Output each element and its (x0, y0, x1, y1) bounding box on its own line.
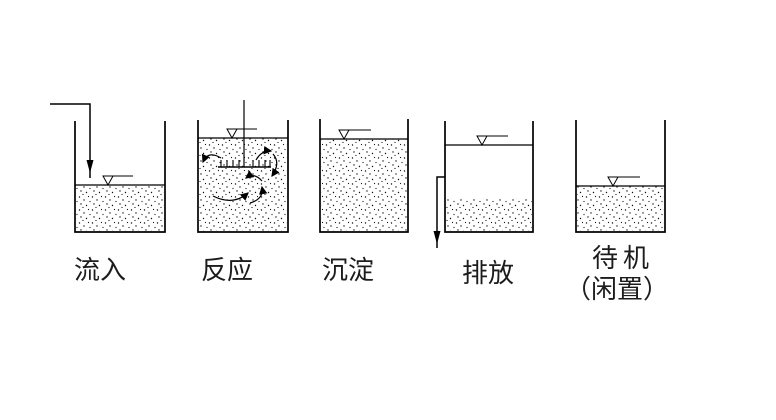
mixed-liquor-texture (199, 138, 287, 231)
water-level-icon (607, 176, 640, 188)
water-level-icon (102, 175, 133, 187)
stage-label-inflow: 流入 (73, 256, 127, 285)
water-level-icon (338, 129, 371, 141)
sludge-texture (577, 186, 664, 231)
stage-label-discharge: 排放 (461, 259, 515, 288)
settled-sludge-texture (446, 198, 532, 231)
water-level-icon (226, 128, 257, 140)
inflow-arrow-icon (86, 160, 94, 173)
tank-walls (319, 119, 409, 233)
sludge-texture (76, 185, 164, 231)
stage-label-reaction: 反应 (200, 256, 254, 285)
inflow-pipe (50, 103, 94, 178)
mixing-swirl-arrows-icon (201, 146, 280, 204)
tank-standby (575, 120, 666, 233)
water-level-icon (476, 135, 508, 147)
stage-sublabel-standby-idle: （闲置） (564, 275, 670, 304)
tank-reaction (197, 100, 289, 233)
tank-walls (575, 120, 666, 233)
tank-inflow (50, 103, 166, 233)
stage-label-settling: 沉淀 (321, 256, 375, 285)
outflow-pipe (433, 176, 445, 248)
stage-label-standby: 待机 (591, 244, 655, 273)
tank-discharge (433, 121, 534, 248)
outflow-arrow-icon (433, 231, 441, 244)
tank-walls (197, 120, 289, 233)
mixer-icon (218, 100, 271, 168)
tank-settling (319, 119, 409, 233)
settling-sludge-texture (321, 139, 407, 231)
tank-walls (74, 121, 166, 233)
